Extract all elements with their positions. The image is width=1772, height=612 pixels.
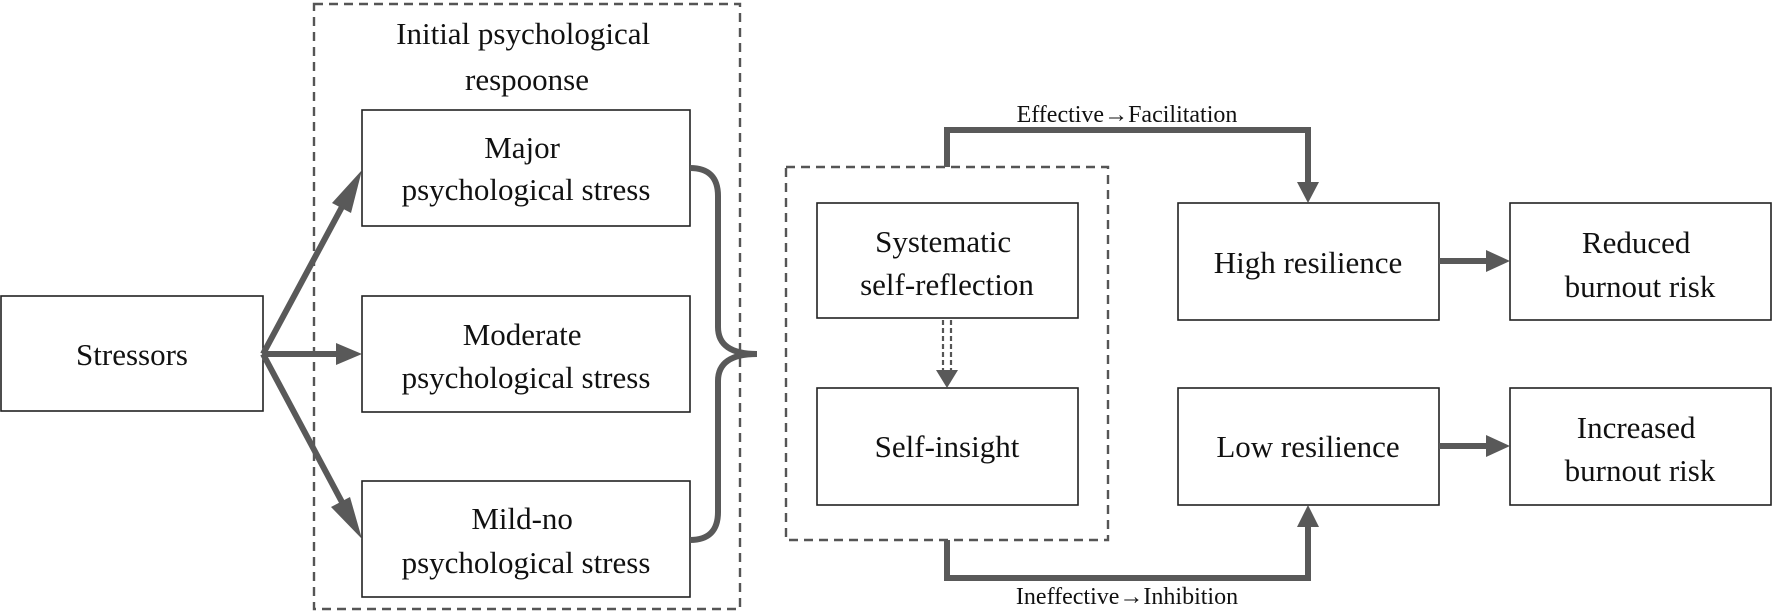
low-resilience-label: Low resilience <box>1216 429 1399 464</box>
low-resilience-node: Low resilience <box>1177 387 1440 506</box>
mild-stress-label: Mild-no psychological stress <box>402 501 651 580</box>
initial-response-group <box>312 2 742 611</box>
moderate-stress-node: Moderate psychological stress <box>361 295 691 413</box>
stressors-node: Stressors <box>0 295 264 412</box>
stressors-to-moderate-arrow <box>263 343 362 365</box>
high-resilience-label: High resilience <box>1214 245 1403 280</box>
increased-risk-node: Increased burnout risk <box>1509 387 1772 506</box>
low-to-increased-arrow <box>1439 435 1510 457</box>
systematic-reflection-node: Systematic self-reflection <box>816 202 1079 319</box>
self-insight-node: Self-insight <box>816 387 1079 506</box>
stressors-label: Stressors <box>76 337 188 372</box>
high-resilience-node: High resilience <box>1177 202 1440 321</box>
stressors-to-major-arrow <box>260 170 362 356</box>
moderate-stress-label: Moderate psychological stress <box>402 317 651 395</box>
mild-stress-node: Mild-no psychological stress <box>361 480 691 598</box>
high-to-reduced-arrow <box>1439 250 1510 272</box>
initial-response-title: Initial psychological respoonse <box>396 16 658 97</box>
effective-facilitation-label: Effective→Facilitation <box>1017 102 1238 128</box>
reflection-to-insight-arrow <box>936 320 958 388</box>
self-insight-label: Self-insight <box>875 429 1020 464</box>
major-stress-node: Major psychological stress <box>361 109 691 227</box>
reduced-risk-label: Reduced burnout risk <box>1565 225 1716 304</box>
reduced-risk-node: Reduced burnout risk <box>1509 202 1772 321</box>
stressors-to-mild-arrow <box>260 352 362 539</box>
increased-risk-label: Increased burnout risk <box>1565 410 1716 488</box>
ineffective-inhibition-label: Ineffective→Inhibition <box>1016 584 1238 610</box>
effective-path-arrow <box>944 127 1319 203</box>
stress-brace <box>689 165 758 543</box>
major-stress-label: Major psychological stress <box>402 130 651 207</box>
systematic-reflection-label: Systematic self-reflection <box>860 224 1034 302</box>
ineffective-path-arrow <box>944 505 1319 581</box>
